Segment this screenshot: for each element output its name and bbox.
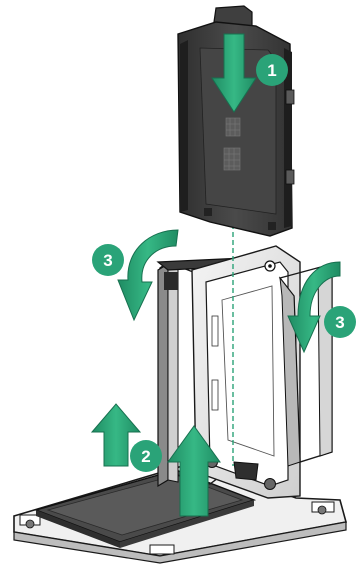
step-number: 2 bbox=[141, 447, 150, 466]
step-callout-1: 1 bbox=[256, 54, 288, 86]
step-callout-3-left: 3 bbox=[92, 244, 124, 276]
step-number: 3 bbox=[103, 251, 112, 270]
step-callout-3-right: 3 bbox=[324, 306, 356, 338]
step-number: 1 bbox=[267, 61, 276, 80]
step-number: 3 bbox=[335, 313, 344, 332]
step-callout-2: 2 bbox=[130, 440, 162, 472]
